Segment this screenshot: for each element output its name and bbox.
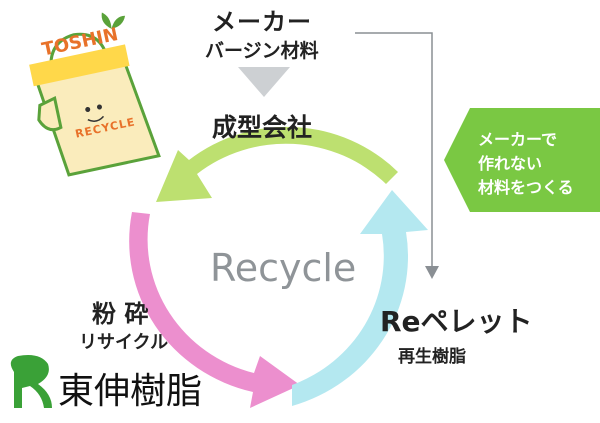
maker-down-arrow (238, 67, 290, 97)
cyan-cycle-arrow (292, 190, 428, 406)
company-logo-mark (10, 355, 53, 408)
callout-shape (444, 108, 600, 212)
molding-label: 成型会社 (212, 113, 313, 142)
recycle-bag-illustration (29, 12, 161, 177)
maker-to-repellet-line (355, 32, 433, 268)
callout-line-3: 材料をつくる (478, 178, 574, 197)
crush-title: 粉 砕 (92, 300, 149, 328)
recycle-center-label: Recycle (210, 246, 357, 290)
repellet-subtitle: 再生樹脂 (398, 347, 466, 367)
callout-line-2: 作れない (478, 154, 543, 173)
green-cycle-arrow (156, 126, 398, 202)
crush-subtitle: リサイクル (79, 332, 169, 353)
line-arrowhead (425, 266, 439, 279)
repellet-title: Reペレット (380, 305, 533, 338)
pink-cycle-arrow (129, 212, 300, 408)
maker-title: メーカー (212, 8, 312, 36)
company-logo-name: 東伸樹脂 (58, 371, 203, 412)
callout-line-1: メーカーで (478, 130, 558, 149)
maker-subtitle: バージン材料 (205, 40, 319, 62)
